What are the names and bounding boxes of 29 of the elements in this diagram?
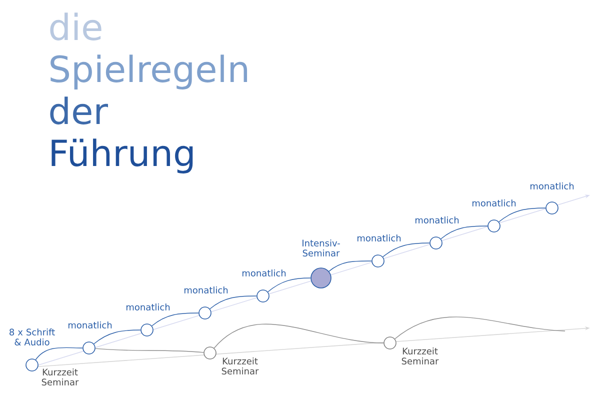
milestone-label: monatlich: [415, 216, 459, 224]
milestone-label: 8 x Schrift & Audio: [10, 328, 55, 346]
title-line: Spielregeln: [50, 54, 248, 90]
connector-curve: [210, 296, 257, 310]
milestone-label: Kurzzeit Seminar: [42, 368, 79, 386]
connector-curve: [268, 278, 311, 292]
connector-curve: [440, 226, 488, 240]
connector-curve: [382, 242, 430, 258]
connector-curve: [328, 260, 372, 272]
milestone-label: monatlich: [68, 322, 112, 328]
milestone-label: monatlich: [126, 304, 170, 310]
title-line: die: [50, 12, 102, 40]
milestone-label: monatlich: [472, 200, 516, 206]
connector-curve: [35, 347, 83, 360]
connector-curve: [498, 208, 546, 222]
milestone-label: monatlich: [357, 234, 401, 242]
title-line: Führung: [52, 138, 193, 174]
milestone-label: Kurzzeit Seminar: [222, 358, 259, 374]
title-line: der: [50, 96, 108, 124]
milestone-label: Kurzzeit Seminar: [402, 348, 439, 364]
connector-curve: [152, 312, 199, 326]
connector-curve: [394, 316, 566, 340]
connector-curve: [214, 324, 384, 348]
connector-curve: [95, 348, 204, 353]
milestone-label: monatlich: [184, 286, 228, 294]
milestone-label: Intensiv-Seminar: [302, 240, 340, 256]
connector-curve: [94, 330, 141, 344]
milestone-label: monatlich: [530, 182, 574, 190]
milestone-label: monatlich: [242, 270, 286, 276]
